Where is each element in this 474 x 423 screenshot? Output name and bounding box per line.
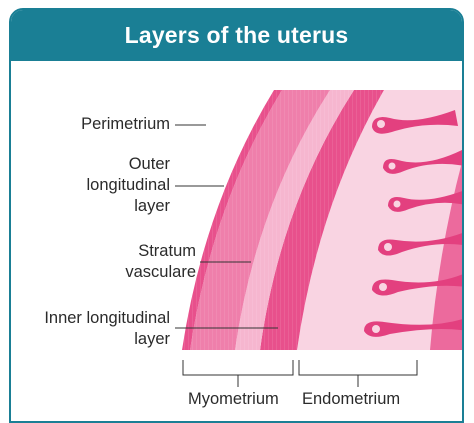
label-perimetrium: Perimetrium	[30, 114, 170, 135]
label-inner-line2: layer	[14, 329, 170, 350]
label-stratum-line1: Stratum	[30, 241, 196, 262]
label-myometrium: Myometrium	[188, 389, 298, 410]
myometrium-bracket	[183, 360, 293, 375]
label-inner-line1: Inner longitudinal	[14, 308, 170, 329]
label-outer-line3: layer	[30, 196, 170, 217]
label-stratum-line2: vasculare	[30, 262, 196, 283]
endometrium-bracket	[299, 360, 417, 375]
label-outer-line1: Outer	[30, 154, 170, 175]
label-outer-line2: longitudinal	[30, 175, 170, 196]
label-endometrium: Endometrium	[302, 389, 422, 410]
